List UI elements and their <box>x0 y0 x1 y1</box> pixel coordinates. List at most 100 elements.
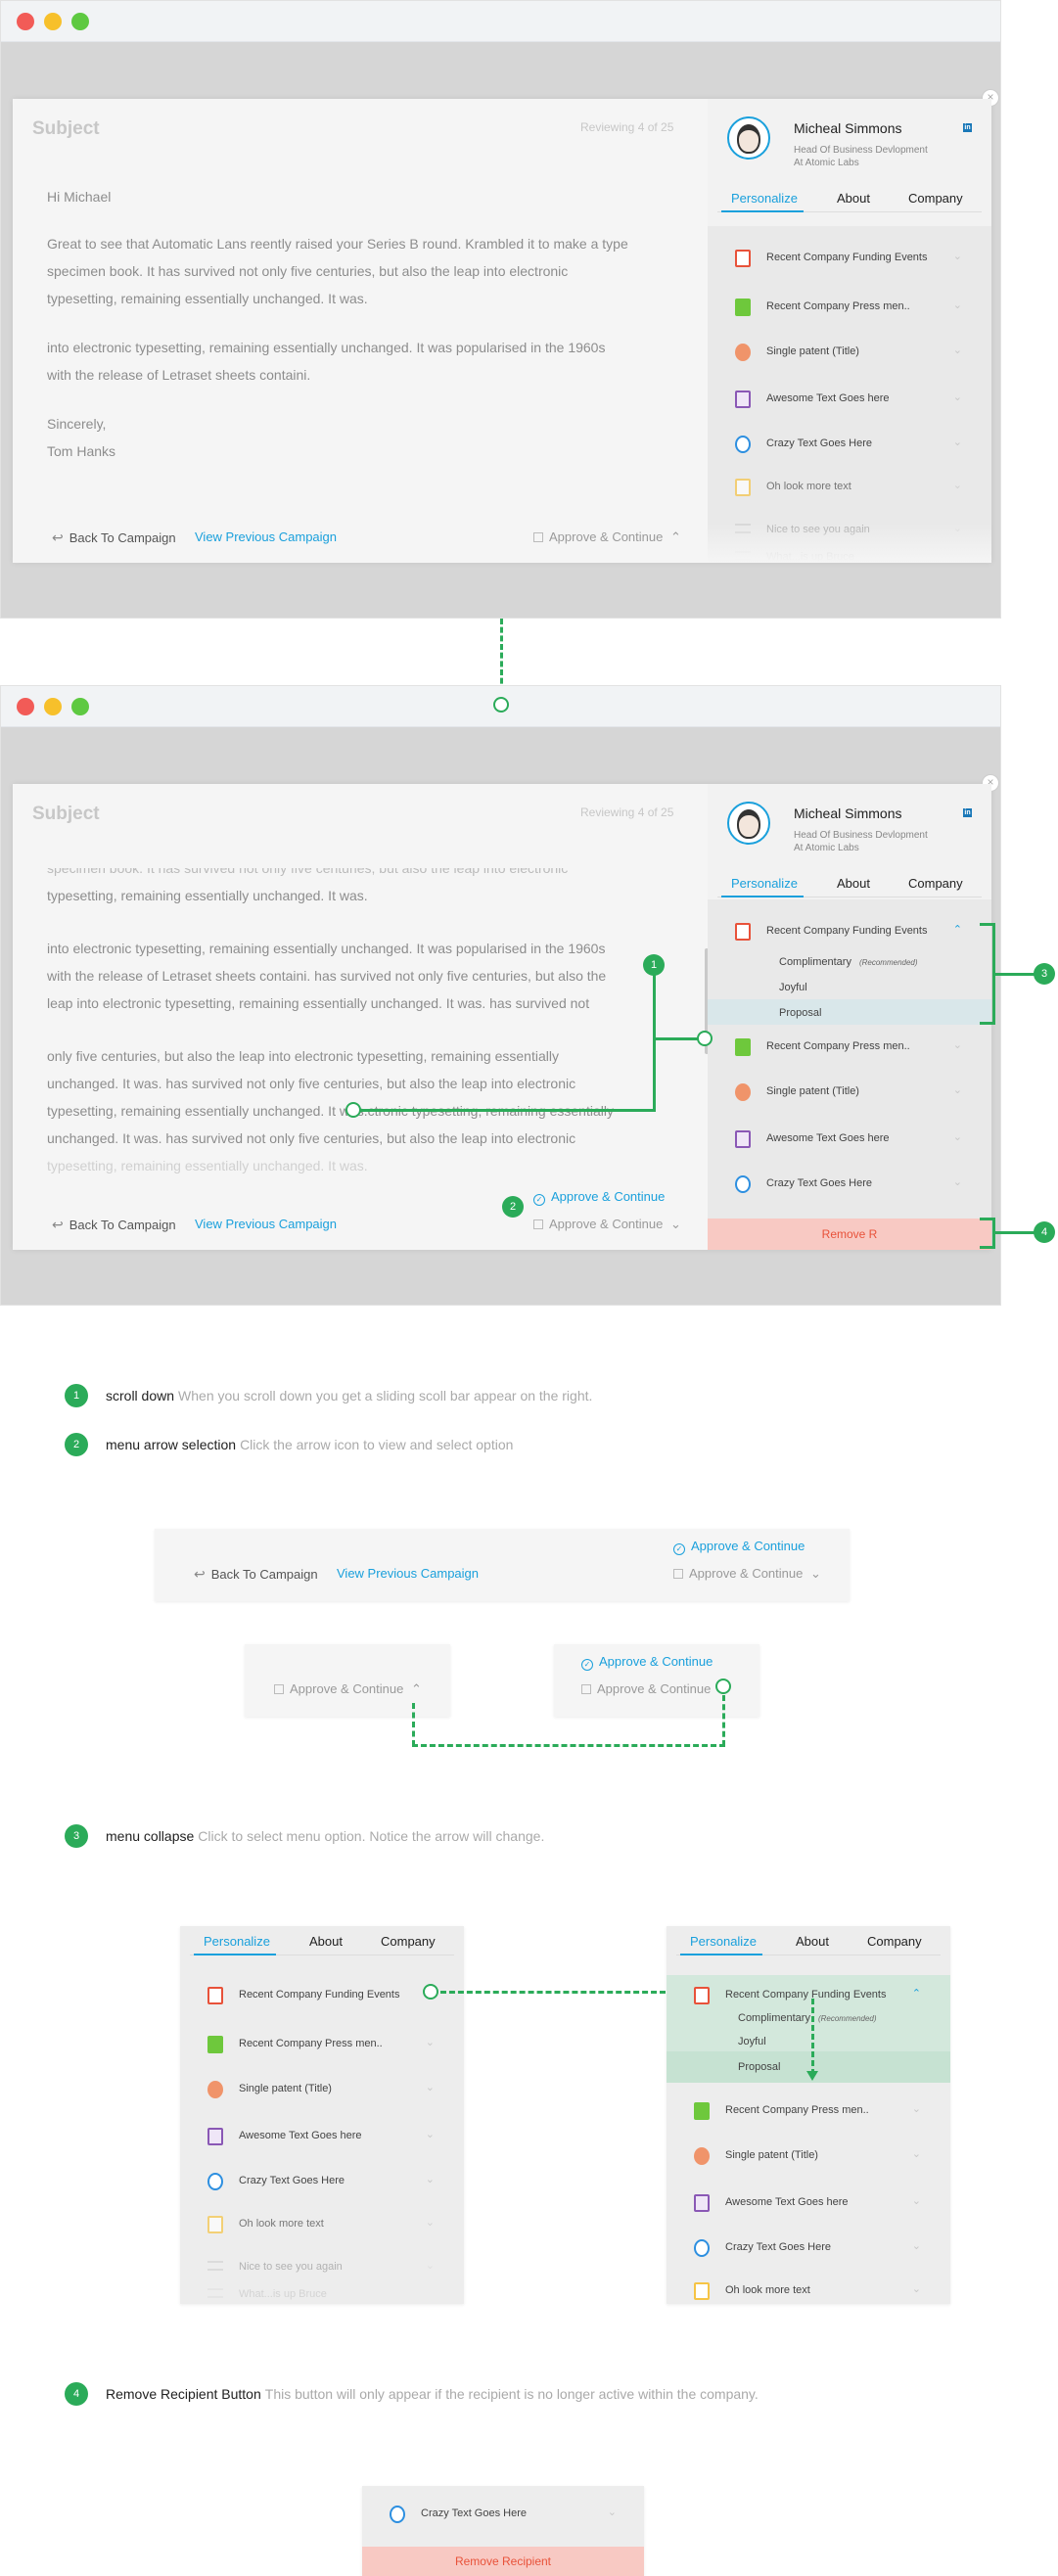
chevron-down-icon[interactable]: ⌄ <box>607 2507 617 2518</box>
minimize-window-icon[interactable] <box>44 698 62 715</box>
back-to-campaign-button[interactable]: ↩Back To Campaign <box>194 1566 318 1582</box>
chevron-down-icon[interactable]: ⌄ <box>911 2283 921 2295</box>
menu-item-nice[interactable]: Nice to see you again⌄ <box>180 2251 464 2280</box>
submenu-joyful[interactable]: Joyful <box>779 982 807 993</box>
chevron-down-icon[interactable]: ⌄ <box>425 2082 435 2093</box>
menu-item-press[interactable]: Recent Company Press men..⌄ <box>180 2028 464 2057</box>
menu-item-patent[interactable]: Single patent (Title)⌄ <box>708 336 991 365</box>
menu-item-patent[interactable]: Single patent (Title)⌄ <box>667 2139 950 2169</box>
chevron-down-icon[interactable]: ⌄ <box>952 480 962 491</box>
approve-continue-button[interactable]: Approve & Continue ⌄ <box>533 1217 681 1232</box>
approve-continue-option[interactable]: ✓Approve & Continue <box>533 1189 665 1206</box>
linkedin-icon[interactable]: in <box>963 808 972 817</box>
remove-recipient-button[interactable]: Remove Recipient <box>362 2547 644 2576</box>
menu-item-press[interactable]: Recent Company Press men..⌄ <box>708 291 991 320</box>
email-scrollbar[interactable] <box>705 948 709 1054</box>
approve-continue-option[interactable]: ✓Approve & Continue <box>581 1654 713 1671</box>
menu-item-what[interactable]: What...is up Bruce <box>180 2278 464 2308</box>
chevron-down-icon[interactable]: ⌄ <box>911 2240 921 2252</box>
menu-item-crazy[interactable]: Crazy Text Goes Here⌄ <box>708 428 991 457</box>
back-to-campaign-button[interactable]: ↩Back To Campaign <box>52 529 176 545</box>
chevron-down-icon[interactable]: ⌄ <box>911 2195 921 2207</box>
submenu-complimentary[interactable]: Complimentary(Recommended) <box>779 956 918 968</box>
chevron-down-icon[interactable]: ⌄ <box>952 391 962 403</box>
email-body[interactable]: Hi Michael Great to see that Automatic L… <box>47 183 673 465</box>
chevron-down-icon[interactable]: ⌄ <box>425 2174 435 2185</box>
chevron-down-icon[interactable]: ⌄ <box>952 345 962 356</box>
submenu-proposal[interactable]: Proposal <box>779 1007 822 1019</box>
remove-recipient-button[interactable]: Remove R <box>708 1219 991 1250</box>
tab-company[interactable]: Company <box>908 191 963 206</box>
linkedin-icon[interactable]: in <box>963 123 972 132</box>
menu-item-awesome[interactable]: Awesome Text Goes here⌄ <box>180 2120 464 2149</box>
chevron-down-icon[interactable]: ⌄ <box>952 299 962 311</box>
chevron-down-icon[interactable]: ⌄ <box>425 2260 435 2272</box>
menu-item-awesome[interactable]: Awesome Text Goes here⌄ <box>708 383 991 412</box>
approve-continue-button[interactable]: Approve & Continue ⌃ <box>274 1681 422 1697</box>
chevron-down-icon[interactable]: ⌄ <box>952 1131 962 1143</box>
chevron-down-icon[interactable]: ⌄ <box>669 1217 681 1231</box>
chevron-down-icon[interactable]: ⌄ <box>952 1084 962 1096</box>
chevron-down-icon[interactable]: ⌄ <box>911 2148 921 2160</box>
tab-company[interactable]: Company <box>867 1934 922 1949</box>
menu-item-press[interactable]: Recent Company Press men..⌄ <box>667 2094 950 2124</box>
view-previous-campaign-link[interactable]: View Previous Campaign <box>195 529 337 544</box>
menu-item-crazy[interactable]: Crazy Text Goes Here⌄ <box>362 2498 646 2527</box>
menu-item-crazy[interactable]: Crazy Text Goes Here⌄ <box>180 2165 464 2194</box>
chevron-down-icon[interactable]: ⌄ <box>425 2129 435 2140</box>
tab-personalize[interactable]: Personalize <box>731 876 798 891</box>
chevron-down-icon[interactable]: ⌄ <box>425 2217 435 2229</box>
tab-personalize[interactable]: Personalize <box>690 1934 757 1949</box>
tab-company[interactable]: Company <box>908 876 963 891</box>
approve-continue-option[interactable]: ✓Approve & Continue <box>673 1539 805 1555</box>
submenu-complimentary[interactable]: Complimentary(Recommended) <box>738 2012 877 2024</box>
tab-company[interactable]: Company <box>381 1934 436 1949</box>
chevron-down-icon[interactable]: ⌄ <box>952 251 962 262</box>
tab-about[interactable]: About <box>796 1934 829 1949</box>
tab-personalize[interactable]: Personalize <box>731 191 798 206</box>
approve-continue-button[interactable]: Approve & Continue ⌄ <box>673 1566 821 1582</box>
view-previous-campaign-link[interactable]: View Previous Campaign <box>195 1217 337 1231</box>
chevron-up-icon[interactable]: ⌃ <box>410 1681 422 1696</box>
tab-personalize[interactable]: Personalize <box>204 1934 270 1949</box>
chevron-up-icon[interactable]: ⌃ <box>911 1988 921 2000</box>
menu-item-look[interactable]: Oh look more text⌄ <box>708 471 991 500</box>
menu-item-crazy[interactable]: Crazy Text Goes Here⌄ <box>708 1168 991 1197</box>
back-to-campaign-button[interactable]: ↩Back To Campaign <box>52 1217 176 1232</box>
approve-continue-button[interactable]: Approve & Continue ⌃ <box>533 529 681 545</box>
approve-continue-button[interactable]: Approve & Continue <box>581 1681 711 1696</box>
tab-about[interactable]: About <box>837 876 870 891</box>
menu-item-awesome[interactable]: Awesome Text Goes here⌄ <box>708 1123 991 1152</box>
submenu-proposal[interactable]: Proposal <box>738 2061 781 2073</box>
chevron-down-icon[interactable]: ⌄ <box>952 437 962 448</box>
tab-about[interactable]: About <box>309 1934 343 1949</box>
chevron-up-icon[interactable]: ⌃ <box>952 924 962 936</box>
maximize-window-icon[interactable] <box>71 13 89 30</box>
menu-item-look[interactable]: Oh look more text⌄ <box>667 2275 950 2304</box>
close-window-icon[interactable] <box>17 13 34 30</box>
maximize-window-icon[interactable] <box>71 698 89 715</box>
menu-item-crazy[interactable]: Crazy Text Goes Here⌄ <box>667 2231 950 2261</box>
chevron-down-icon[interactable]: ⌄ <box>425 2037 435 2048</box>
chevron-up-icon[interactable]: ⌃ <box>669 529 681 544</box>
menu-item-funding[interactable]: Recent Company Funding Events⌄ <box>708 242 991 271</box>
chevron-down-icon[interactable]: ⌄ <box>809 1566 821 1581</box>
menu-item-funding-expanded[interactable]: Recent Company Funding Events⌃ <box>667 1979 950 2008</box>
menu-item-funding[interactable]: Recent Company Funding Events⌄ <box>180 1979 464 2008</box>
tab-about[interactable]: About <box>837 191 870 206</box>
menu-item-patent[interactable]: Single patent (Title)⌄ <box>708 1076 991 1105</box>
submenu-joyful[interactable]: Joyful <box>738 2036 766 2047</box>
menu-item-patent[interactable]: Single patent (Title)⌄ <box>180 2073 464 2102</box>
email-body-scrolled[interactable]: specimen book. It has survived not only … <box>47 868 673 1183</box>
menu-item-awesome[interactable]: Awesome Text Goes here⌄ <box>667 2186 950 2216</box>
chevron-down-icon[interactable]: ⌄ <box>911 2103 921 2115</box>
minimize-window-icon[interactable] <box>44 13 62 30</box>
menu-item-press[interactable]: Recent Company Press men..⌄ <box>708 1031 991 1060</box>
chevron-down-icon[interactable]: ⌄ <box>952 1176 962 1188</box>
chevron-down-icon[interactable]: ⌄ <box>952 1039 962 1051</box>
close-window-icon[interactable] <box>17 698 34 715</box>
view-previous-campaign-link[interactable]: View Previous Campaign <box>337 1566 479 1581</box>
menu-item-funding-expanded[interactable]: Recent Company Funding Events⌃ <box>708 915 991 944</box>
email-greeting: Hi Michael <box>47 189 112 205</box>
menu-item-look[interactable]: Oh look more text⌄ <box>180 2208 464 2237</box>
